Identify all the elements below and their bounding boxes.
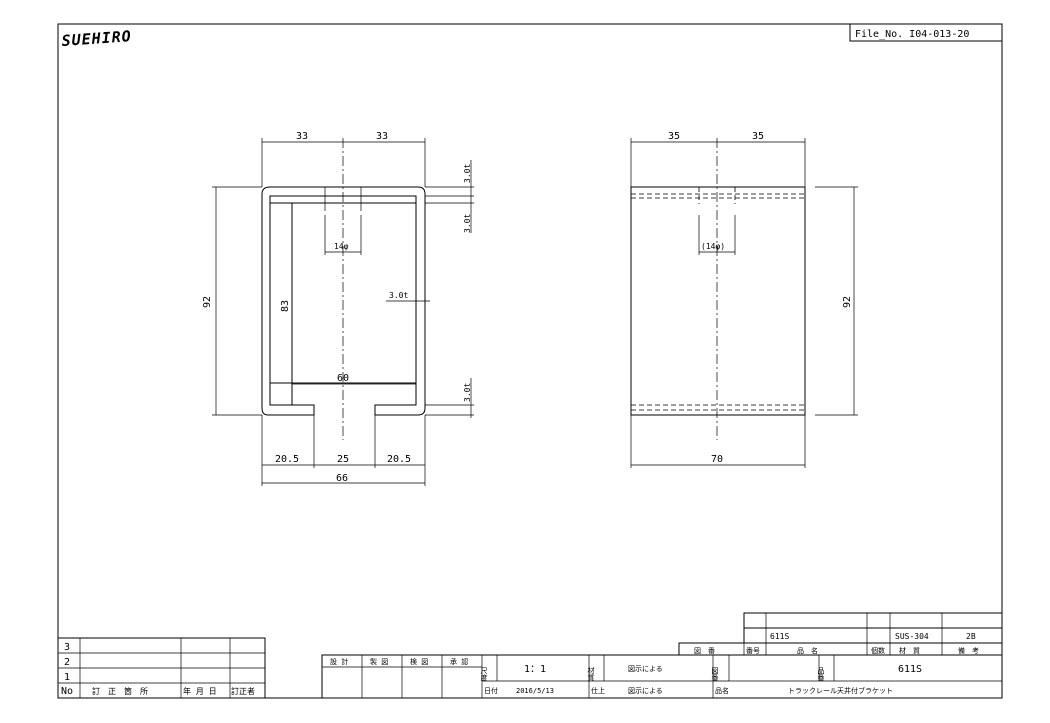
left-dim-thick-top2: 3.0t <box>463 214 472 233</box>
parts-header-remarks: 備 考 <box>958 646 979 655</box>
parts-list-table: 611S SUS-304 2B <box>743 612 1003 644</box>
file-no-box <box>849 23 1003 42</box>
right-dim-top-left: 35 <box>668 131 680 142</box>
revision-header-by: 訂正者 <box>231 686 255 696</box>
approval-drawn: 製 図 <box>370 657 388 666</box>
approval-approve: 承 認 <box>450 657 468 666</box>
logo-text: SUEHIRO <box>61 27 132 50</box>
approval-check: 検 図 <box>410 657 428 666</box>
right-dim-total-width: 70 <box>711 454 723 465</box>
parts-header-drawing-no: 図 番 <box>694 647 715 655</box>
left-dim-height-outer: 92 <box>202 296 213 308</box>
left-dim-inner-width: 60 <box>337 373 349 384</box>
revision-row-1: 1 <box>64 672 70 683</box>
drawing-frame <box>57 23 1003 699</box>
product-no-label: 品番 <box>817 667 825 682</box>
date-label: 日付 <box>484 686 498 695</box>
scale-label: 尺度 <box>480 667 488 682</box>
parts-header-number: 番号 <box>746 647 760 655</box>
material-value: 図示による <box>628 665 663 673</box>
finish-value: 図示による <box>628 687 663 695</box>
product-no-value: 611S <box>898 664 922 675</box>
right-view-side: 35 35 (14φ) 92 70 <box>630 131 858 468</box>
drawing-no-label: 図番 <box>711 667 719 682</box>
scale-value: 1：1 <box>524 664 546 675</box>
title-block: 設 計 製 図 検 図 承 認 尺度 1：1 日付 2016/5/13 材質 図… <box>321 654 1003 699</box>
left-dim-height-inner: 83 <box>280 300 291 312</box>
revision-header-date: 年 月 日 <box>183 686 217 696</box>
file-no: File_No. I04-013-20 <box>855 29 969 40</box>
revision-header-no: No <box>61 686 73 697</box>
right-dim-hole: (14φ) <box>701 242 725 251</box>
finish-label: 仕上 <box>591 686 605 695</box>
right-dim-height: 92 <box>842 296 853 308</box>
parts-header-qty: 個数 <box>871 646 885 655</box>
date-value: 2016/5/13 <box>516 687 554 695</box>
left-view-cross-section: 33 33 92 83 60 14φ 3.0t 3.0t 3.0t 3.0t <box>202 131 474 486</box>
right-dim-top-right: 35 <box>752 131 764 142</box>
revision-header-location: 訂 正 箇 所 <box>92 686 148 696</box>
left-dim-top-left: 33 <box>296 131 308 142</box>
parts-row-name: 611S <box>770 632 789 641</box>
parts-header-name: 品 名 <box>797 646 818 655</box>
parts-row-remarks: 2B <box>966 632 976 641</box>
left-dim-thick-side: 3.0t <box>389 291 408 300</box>
approval-design: 設 計 <box>330 657 348 666</box>
left-profile-outer <box>261 186 426 416</box>
left-dim-bottom-mid: 25 <box>337 454 349 465</box>
suehiro-logo: SUEHIRO <box>61 27 132 50</box>
left-dim-bottom-left: 20.5 <box>275 454 299 465</box>
left-dim-bottom-right: 20.5 <box>387 454 411 465</box>
product-name-label: 品名 <box>715 686 729 695</box>
product-name-value: トラックレール天井付ブラケット <box>788 686 893 695</box>
material-label: 材質 <box>587 666 595 682</box>
revision-row-3: 3 <box>64 642 70 653</box>
parts-header-material: 材 質 <box>899 646 920 655</box>
revision-table: 3 2 1 No 訂 正 箇 所 年 月 日 訂正者 <box>57 637 266 699</box>
parts-list-header: 図 番 番号 品 名 個数 材 質 備 考 <box>678 642 1003 656</box>
left-dim-top-right: 33 <box>376 131 388 142</box>
left-dim-thick-top: 3.0t <box>463 164 472 183</box>
parts-row-material: SUS-304 <box>895 632 929 641</box>
left-dim-total-width: 66 <box>336 473 348 484</box>
left-dim-thick-bottom: 3.0t <box>463 383 472 402</box>
revision-row-2: 2 <box>64 657 70 668</box>
right-body <box>630 186 806 416</box>
left-dim-hole: 14φ <box>334 242 349 251</box>
